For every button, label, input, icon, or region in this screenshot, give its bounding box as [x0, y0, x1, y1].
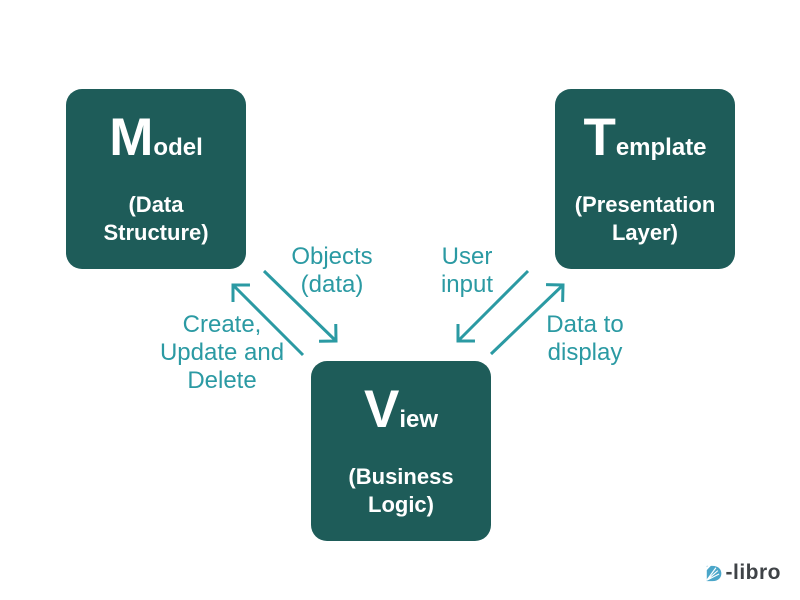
node-view-initial: V: [363, 380, 400, 440]
edge-label-create-update-delete: Create, Update and Delete: [159, 311, 285, 394]
node-view-rest: iew: [399, 406, 439, 434]
node-view-subtitle: (Business Logic): [348, 464, 454, 517]
arrow-template-to-view: [456, 269, 530, 343]
node-model-initial: M: [109, 108, 154, 168]
dlibro-logo: -libro: [702, 561, 782, 585]
node-template-subtitle: (Presentation Layer): [574, 192, 716, 245]
node-template-initial: T: [583, 108, 616, 168]
arrow-view-to-template: [489, 283, 565, 356]
node-model-rest: odel: [153, 134, 203, 162]
node-template-rest: emplate: [615, 134, 707, 162]
logo-wordmark: -libro: [725, 561, 781, 584]
edge-label-user-input: User input: [440, 243, 494, 298]
edge-label-data-to-display: Data to display: [546, 311, 624, 366]
d-libro-book-icon: [702, 562, 721, 581]
node-model-subtitle: (Data Structure): [103, 192, 209, 245]
arrow-view-to-model: [231, 283, 305, 357]
edge-label-objects-data: Objects (data): [291, 243, 373, 298]
arrow-model-to-view: [262, 269, 338, 343]
